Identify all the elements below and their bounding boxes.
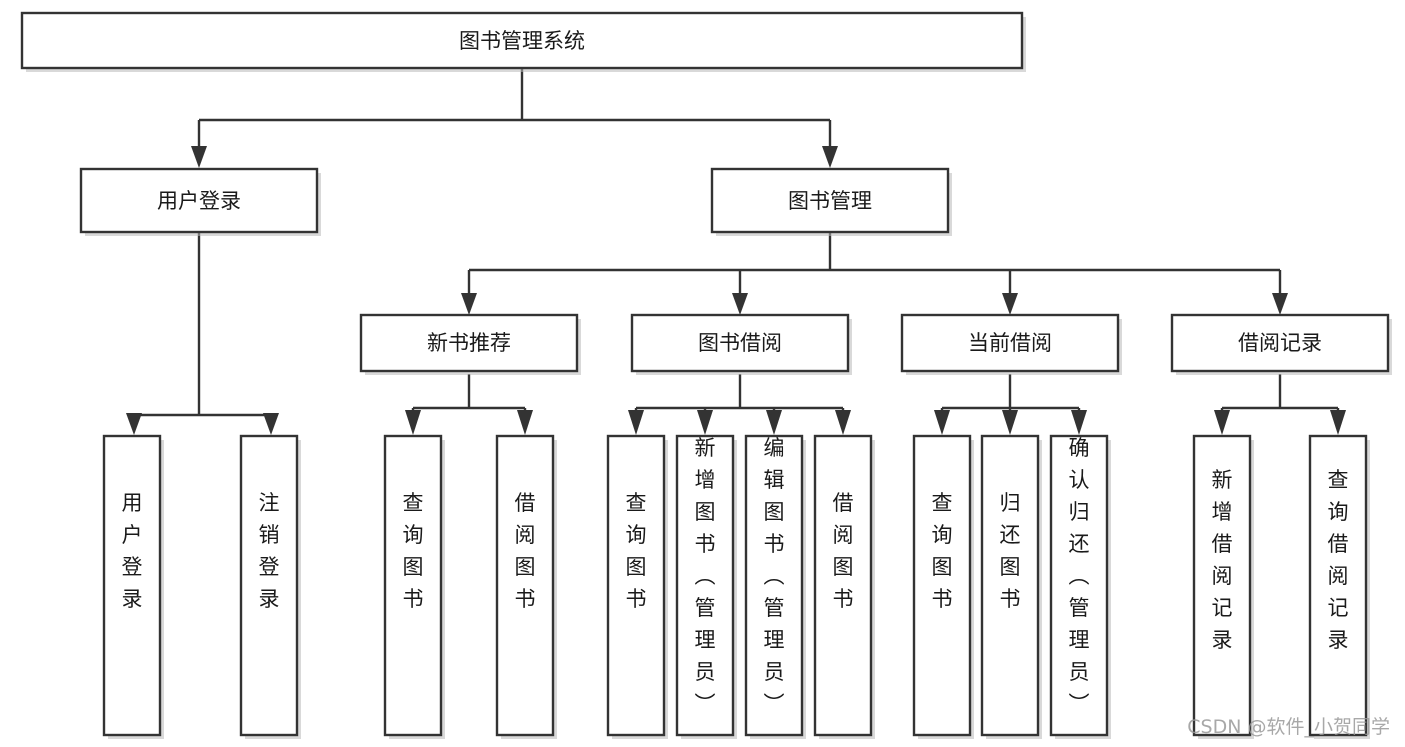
node-leaf-rec-query[interactable]: 查询图书 (383, 434, 445, 739)
node-leaf-rec-query-label: 查询图书 (403, 491, 424, 611)
arrow-to-leaf-rec-borrow (517, 410, 533, 435)
node-leaf-user-logout-box[interactable] (239, 434, 299, 737)
node-leaf-user-login[interactable]: 用户登录 (102, 434, 164, 739)
arrow-to-leaf-cur-query (934, 410, 950, 435)
node-leaf-cur-query[interactable]: 查询图书 (912, 434, 974, 739)
node-leaf-borrow-query-label: 查询图书 (626, 491, 647, 611)
node-leaf-cur-return[interactable]: 归还图书 (980, 434, 1042, 739)
node-root-box[interactable] (20, 11, 1024, 70)
arrow-to-leaf-borrow-add (697, 410, 713, 435)
node-leaf-cur-query-box[interactable] (912, 434, 972, 737)
connector-group (126, 68, 1346, 435)
node-leaf-rec-borrow-label: 借阅图书 (515, 491, 536, 611)
node-leaf-borrow-edit-label: 编辑图书︵管理员︶ (764, 436, 785, 716)
node-leaf-user-logout[interactable]: 注销登录 (239, 434, 301, 739)
node-leaf-rec-add[interactable]: 新增借阅记录 (1192, 434, 1254, 739)
node-leaf-rec-borrow[interactable]: 借阅图书 (495, 434, 557, 739)
node-leaf-borrow-edit[interactable]: 编辑图书︵管理员︶ (744, 434, 806, 739)
node-book-manage-box[interactable] (710, 167, 950, 234)
node-book-borrow-box[interactable] (630, 313, 850, 373)
node-leaf-borrow-add-label: 新增图书︵管理员︶ (695, 436, 716, 716)
arrow-to-leaf-borrow-lend (835, 410, 851, 435)
node-borrow-record[interactable]: 借阅记录 (1170, 313, 1392, 375)
node-user-login-label: 用户登录 (157, 189, 241, 213)
node-leaf-borrow-add[interactable]: 新增图书︵管理员︶ (675, 434, 737, 739)
node-current-borrow-label: 当前借阅 (968, 331, 1052, 355)
csdn-watermark: CSDN @软件_小贺同学 (1187, 716, 1390, 738)
arrow-to-leaf-borrow-edit (766, 410, 782, 435)
arrow-to-current-borrow (1002, 293, 1018, 315)
node-borrow-record-box[interactable] (1170, 313, 1390, 373)
node-new-book-rec[interactable]: 新书推荐 (359, 313, 581, 375)
node-user-login-box[interactable] (79, 167, 319, 234)
node-leaf-cur-confirm-label: 确认归还︵管理员︶ (1069, 436, 1090, 716)
node-leaf-borrow-lend-label: 借阅图书 (833, 491, 854, 611)
arrow-to-leaf-borrow-query (628, 410, 644, 435)
arrow-to-book-borrow (732, 293, 748, 315)
node-leaf-borrow-edit-box[interactable] (744, 434, 804, 737)
node-book-manage[interactable]: 图书管理 (710, 167, 952, 236)
node-leaf-user-login-box[interactable] (102, 434, 162, 737)
node-leaf-cur-confirm[interactable]: 确认归还︵管理员︶ (1049, 434, 1111, 739)
node-leaf-cur-return-label: 归还图书 (1000, 491, 1021, 611)
arrow-to-leaf-rec-search (1330, 410, 1346, 435)
node-leaf-borrow-add-box[interactable] (675, 434, 735, 737)
node-leaf-cur-confirm-box[interactable] (1049, 434, 1109, 737)
arrow-to-leaf-user-logout (263, 413, 279, 435)
arrow-to-leaf-cur-confirm (1071, 410, 1087, 435)
node-leaf-borrow-query-box[interactable] (606, 434, 666, 737)
node-user-login[interactable]: 用户登录 (79, 167, 321, 236)
arrow-to-new-book-rec (461, 293, 477, 315)
node-leaf-user-logout-label: 注销登录 (259, 491, 280, 611)
arrow-to-leaf-rec-add (1214, 410, 1230, 435)
node-new-book-rec-box[interactable] (359, 313, 579, 373)
node-current-borrow[interactable]: 当前借阅 (900, 313, 1122, 375)
arrow-to-borrow-record (1272, 293, 1288, 315)
node-new-book-rec-label: 新书推荐 (427, 331, 511, 355)
node-leaf-rec-add-box[interactable] (1192, 434, 1252, 737)
node-leaf-rec-search-label: 查询借阅记录 (1328, 468, 1349, 652)
node-borrow-record-label: 借阅记录 (1238, 331, 1322, 355)
node-root[interactable]: 图书管理系统 (20, 11, 1026, 72)
node-leaf-user-login-label: 用户登录 (122, 491, 143, 611)
node-leaf-cur-query-label: 查询图书 (932, 491, 953, 611)
node-leaf-rec-search-box[interactable] (1308, 434, 1368, 737)
node-leaf-rec-query-box[interactable] (383, 434, 443, 737)
arrow-root-to-user-login (191, 146, 207, 168)
arrow-to-leaf-user-login (126, 413, 142, 435)
node-book-borrow[interactable]: 图书借阅 (630, 313, 852, 375)
arrow-to-leaf-cur-return (1002, 410, 1018, 435)
arrow-to-leaf-rec-query (405, 410, 421, 435)
arrow-root-to-book-manage (822, 146, 838, 168)
node-root-label: 图书管理系统 (459, 29, 585, 53)
node-leaf-borrow-lend-box[interactable] (813, 434, 873, 737)
node-current-borrow-box[interactable] (900, 313, 1120, 373)
node-leaf-cur-return-box[interactable] (980, 434, 1040, 737)
node-leaf-rec-borrow-box[interactable] (495, 434, 555, 737)
node-leaf-rec-add-label: 新增借阅记录 (1212, 468, 1233, 652)
node-leaf-rec-search[interactable]: 查询借阅记录 (1308, 434, 1370, 739)
node-book-borrow-label: 图书借阅 (698, 331, 782, 355)
node-leaf-borrow-lend[interactable]: 借阅图书 (813, 434, 875, 739)
node-leaf-borrow-query[interactable]: 查询图书 (606, 434, 668, 739)
node-book-manage-label: 图书管理 (788, 189, 872, 213)
